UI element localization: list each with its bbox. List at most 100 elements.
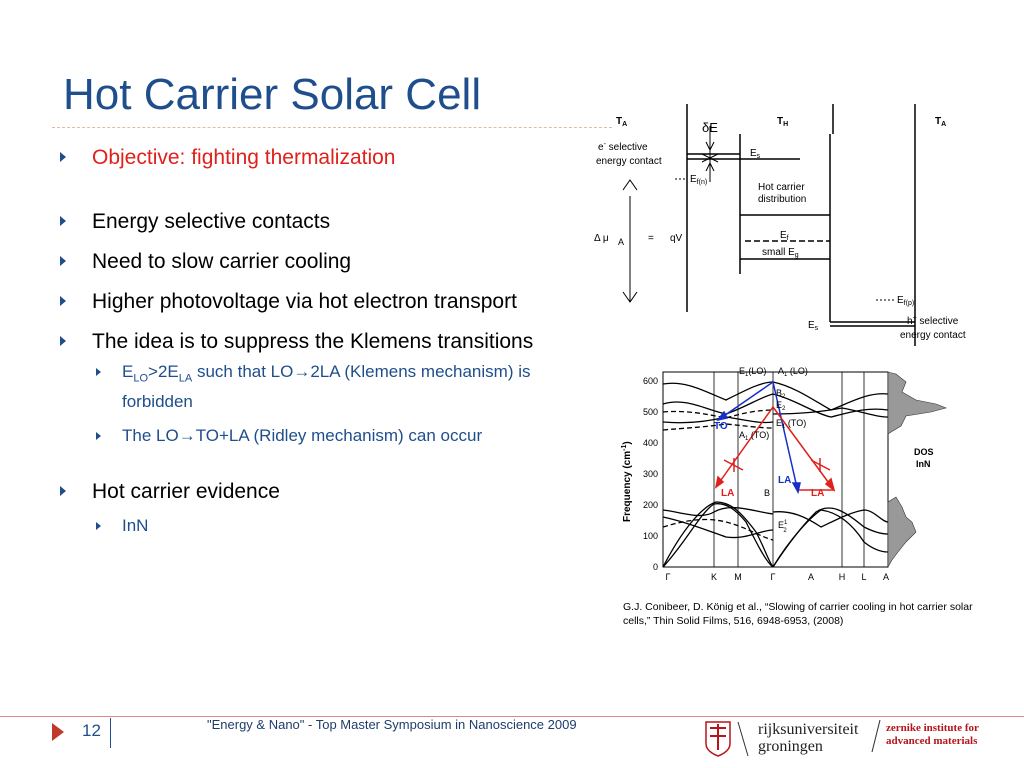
svg-text:Γ: Γ <box>771 572 776 582</box>
label-small-eg: small Eg <box>762 247 799 259</box>
bullet-objective-text: Objective: fighting thermalization <box>92 146 396 169</box>
label-hot-carrier: Hot carrier <box>758 182 805 193</box>
sub-bullet-arrow-icon <box>96 432 101 441</box>
label-la-mid: LA <box>778 475 791 486</box>
bullet-arrow-icon <box>60 486 66 497</box>
bullet-objective: Objective: fighting thermalization <box>60 143 550 172</box>
label-energy-contact-2: energy contact <box>900 330 966 341</box>
bullet-arrow-icon <box>60 296 66 306</box>
y-tick-labels: 600 500 400 300 200 100 0 <box>643 376 658 572</box>
zernike-logo: zernike institute for advanced materials <box>868 716 988 760</box>
sub-bullet-arrow-icon <box>96 368 101 376</box>
sub-bullet-inn-text: InN <box>122 516 149 536</box>
svg-text:A: A <box>808 572 814 582</box>
bullet-arrow-icon <box>60 336 66 346</box>
bullet-arrow-icon <box>60 216 66 226</box>
bullet-klemens-text: The idea is to suppress the Klemens tran… <box>92 330 534 353</box>
svg-text:600: 600 <box>643 376 658 386</box>
svg-text:100: 100 <box>643 531 658 541</box>
label-efn: Ef(n) <box>690 174 707 186</box>
label-dos: DOS <box>914 447 934 457</box>
label-ta-right: TA <box>935 116 946 128</box>
bullet-photovoltage: Higher photovoltage via hot electron tra… <box>60 287 550 316</box>
label-a1lo: A1 (LO) <box>778 366 808 378</box>
sub-bullet-arrow-icon <box>96 522 101 531</box>
label-b2: B2 <box>776 388 786 400</box>
label-e-selective: e- selective <box>598 141 648 153</box>
rug-logo: rijksuniversiteit groningen <box>700 716 870 760</box>
y-axis-label: Frequency (cm-1) <box>621 441 633 522</box>
label-energy-contact: energy contact <box>596 156 662 167</box>
bullet-contacts: Energy selective contacts <box>60 207 550 236</box>
svg-text:A: A <box>883 572 889 582</box>
label-qv: qV <box>670 233 683 244</box>
figure-caption: G.J. Conibeer, D. König et al., “Slowing… <box>623 601 973 627</box>
rug-line-1: rijksuniversiteit <box>758 721 859 738</box>
label-ta-left: TA <box>616 116 627 128</box>
bullet-klemens: The idea is to suppress the Klemens tran… <box>60 327 550 356</box>
svg-text:K: K <box>711 572 717 582</box>
footer-divider <box>0 716 1024 717</box>
phonon-dispersion-figure: 600 500 400 300 200 100 0 Frequency (cm-… <box>621 366 947 582</box>
label-la-right: LA <box>811 488 824 499</box>
label-delta-mu: Δ μ <box>594 233 609 244</box>
bullet-arrow-icon <box>60 256 66 266</box>
dispersion-curves <box>662 381 889 568</box>
svg-text:H: H <box>839 572 846 582</box>
svg-text:200: 200 <box>643 500 658 510</box>
label-ef: Ef <box>780 230 789 242</box>
label-e2: E2 <box>776 400 786 412</box>
bullet-contacts-text: Energy selective contacts <box>92 210 331 233</box>
footer-separator <box>110 718 111 748</box>
zernike-line-2: advanced materials <box>886 735 978 747</box>
sub-bullet-inn: InN <box>60 514 550 538</box>
bullet-evidence: Hot carrier evidence <box>60 477 550 506</box>
svg-text:300: 300 <box>643 469 658 479</box>
label-th: TH <box>777 116 788 128</box>
label-delta-e: δE <box>702 120 718 135</box>
footer-text: "Energy & Nano" - Top Master Symposium i… <box>207 717 577 732</box>
play-icon <box>52 723 64 741</box>
label-distribution: distribution <box>758 194 806 205</box>
bullet-evidence-text: Hot carrier evidence <box>92 480 280 504</box>
sub-bullet-ridley-text: The LO→TO+LA (Ridley mechanism) can occu… <box>122 426 483 446</box>
dos-upper-shape <box>887 371 947 435</box>
to-arrows <box>716 381 801 495</box>
sub-bullet-ridley: The LO→TO+LA (Ridley mechanism) can occu… <box>60 424 550 448</box>
rug-crest-icon <box>705 721 749 757</box>
svg-text:500: 500 <box>643 407 658 417</box>
bullet-slow-cooling-text: Need to slow carrier cooling <box>92 250 352 273</box>
dos-lower-shape <box>887 496 917 569</box>
bullet-list: Objective: fighting thermalization Energ… <box>60 143 550 538</box>
label-e1lo: E1(LO) <box>739 366 766 378</box>
bullet-arrow-icon <box>60 152 66 162</box>
svg-text:0: 0 <box>653 562 658 572</box>
zernike-slash-icon <box>871 719 881 753</box>
label-a1to: A1 (TO) <box>739 430 769 442</box>
svg-text:M: M <box>734 572 742 582</box>
svg-text:400: 400 <box>643 438 658 448</box>
label-efp: Ef(p) <box>897 295 914 307</box>
sub-bullet-klemens-condition: ELO>2ELA such that LO→2LA (Klemens mecha… <box>60 360 550 414</box>
label-es-bottom: Es <box>808 320 819 332</box>
rug-line-2: groningen <box>758 738 823 755</box>
label-es-top: Es <box>750 148 761 160</box>
zernike-line-1: zernike institute for <box>886 722 979 734</box>
label-b: B <box>764 488 770 498</box>
label-la-left: LA <box>721 488 734 499</box>
x-tick-labels: Γ K M Γ A H L A <box>666 572 889 582</box>
label-equals: = <box>648 233 654 244</box>
label-e1to: E1 (TO) <box>776 418 806 430</box>
svg-text:A: A <box>618 237 624 247</box>
svg-text:Γ: Γ <box>666 572 671 582</box>
bullet-slow-cooling: Need to slow carrier cooling <box>60 247 550 276</box>
label-dos-inn: InN <box>916 459 931 469</box>
slide-title: Hot Carrier Solar Cell <box>63 70 482 119</box>
la-arrows <box>714 406 836 492</box>
page-number: 12 <box>82 721 101 740</box>
band-diagram-figure: TA TH TA δE e- selective energy contact … <box>594 104 966 346</box>
title-divider <box>52 127 612 128</box>
label-to: TO <box>714 421 728 432</box>
bullet-photovoltage-text: Higher photovoltage via hot electron tra… <box>92 290 517 313</box>
